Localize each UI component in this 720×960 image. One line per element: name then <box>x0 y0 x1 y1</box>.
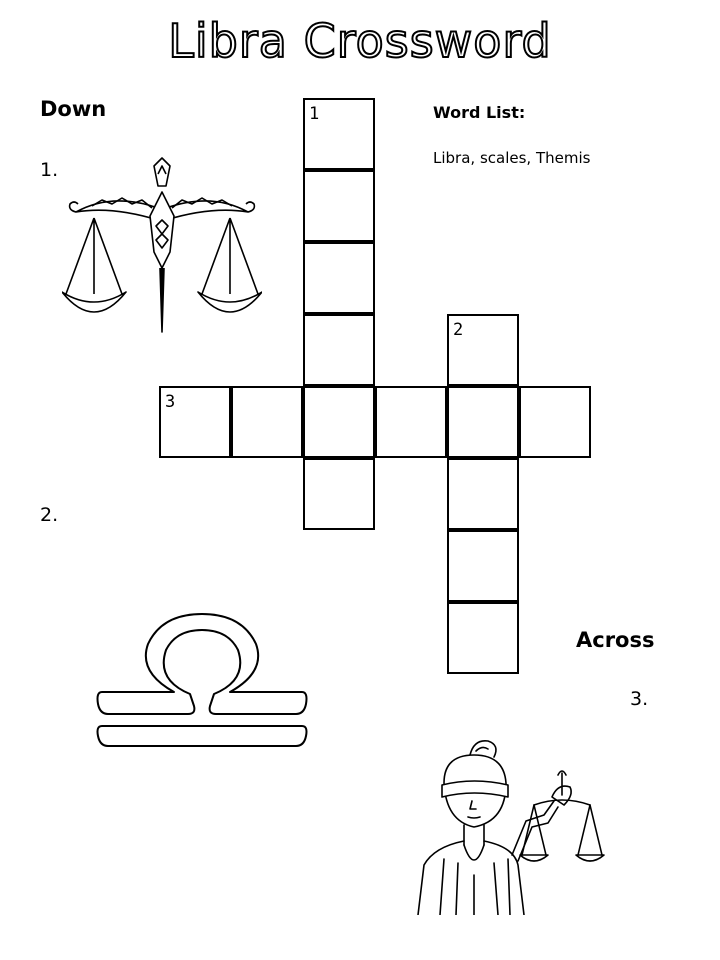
clue-2-number: 2. <box>40 504 59 526</box>
clue-1-number: 1. <box>40 159 59 181</box>
down-heading: Down <box>40 97 107 121</box>
word-list-title: Word List: <box>433 103 526 122</box>
clue-3-number: 3. <box>630 688 649 710</box>
grid-cell-3-1[interactable]: 3 <box>159 386 231 458</box>
grid-cell-2-5[interactable] <box>447 602 519 674</box>
grid-cell-1-2[interactable] <box>303 170 375 242</box>
cell-number-2: 2 <box>453 320 464 340</box>
cell-number-3: 3 <box>165 392 176 412</box>
balance-scales-icon <box>62 157 262 333</box>
grid-cell-3-6[interactable] <box>519 386 591 458</box>
grid-cell-2-1[interactable]: 2 <box>447 314 519 386</box>
across-heading: Across <box>576 628 655 652</box>
grid-cell-2-4[interactable] <box>447 530 519 602</box>
libra-zodiac-symbol-icon <box>96 613 308 747</box>
lady-justice-themis-icon <box>417 739 605 915</box>
grid-cell-3-4[interactable] <box>375 386 447 458</box>
grid-cell-1-4[interactable] <box>303 314 375 386</box>
cell-number-1: 1 <box>309 104 320 124</box>
grid-cell-2-3[interactable] <box>447 458 519 530</box>
grid-cell-1-3[interactable] <box>303 242 375 314</box>
grid-cell-1-5[interactable] <box>303 386 375 458</box>
grid-cell-3-2[interactable] <box>231 386 303 458</box>
word-list-words: Libra, scales, Themis <box>433 149 591 167</box>
grid-cell-1-6[interactable] <box>303 458 375 530</box>
grid-cell-2-2[interactable] <box>447 386 519 458</box>
page-title: Libra Crossword <box>167 13 552 69</box>
grid-cell-1-1[interactable]: 1 <box>303 98 375 170</box>
